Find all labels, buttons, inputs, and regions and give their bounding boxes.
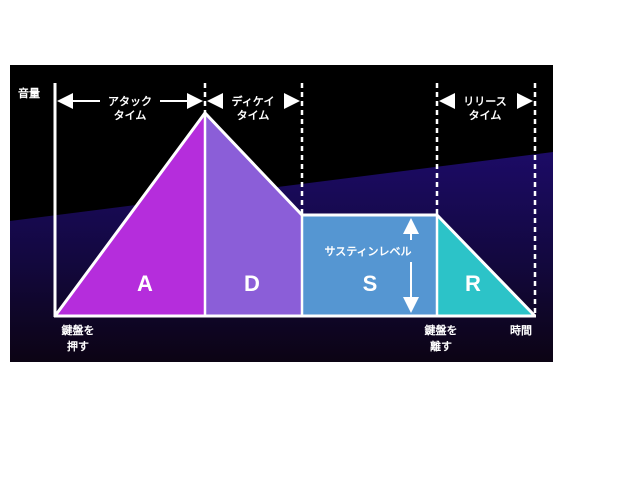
x-axis-label: 時間 (510, 323, 532, 337)
dashed-guides (203, 83, 537, 316)
decay-time-label: ディケイ (231, 94, 274, 108)
key-press-label: 押す (67, 339, 89, 353)
span-arrows (57, 93, 533, 313)
y-axis-label: 音量 (18, 86, 40, 100)
phase-letter-r: R (465, 271, 481, 296)
phase-letter-s: S (363, 271, 378, 296)
attack-time-label: タイム (114, 109, 147, 122)
key-release-label: 鍵盤を (425, 323, 458, 337)
attack-time-label: アタック (108, 95, 152, 108)
decay-time-label: タイム (237, 109, 270, 122)
release-time-label: タイム (469, 109, 502, 122)
phase-letter-a: A (137, 271, 153, 296)
sustain-level-label: サスティンレベル (324, 245, 411, 258)
phase-letter-d: D (244, 271, 260, 296)
key-press-label: 鍵盤を (62, 323, 95, 337)
decay-region (205, 113, 302, 316)
release-time-label: リリース (463, 95, 506, 108)
sustain-region (302, 215, 437, 316)
key-release-label: 離す (430, 339, 452, 353)
